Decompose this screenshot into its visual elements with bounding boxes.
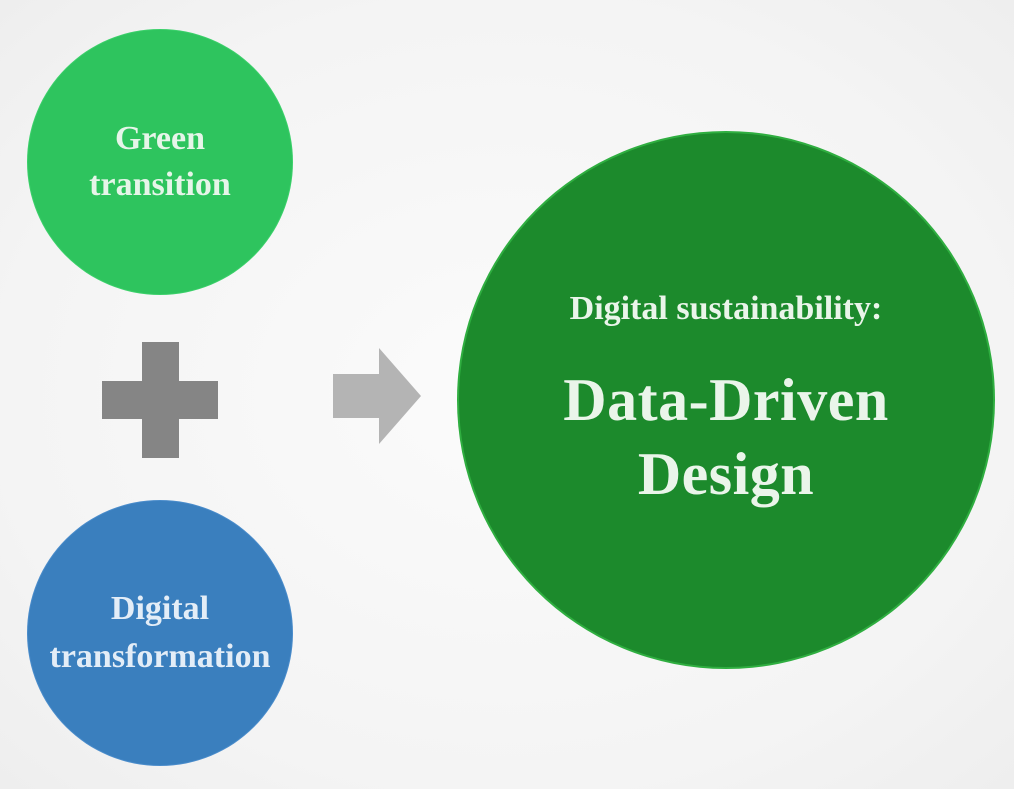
digital-sustainability-subtitle: Digital sustainability: [569,290,883,327]
digital-transformation-line1: Digital [110,590,210,627]
digital-transformation-line2: transformation [49,638,271,675]
data-driven-title-line2: Design [637,441,815,507]
data-driven-title-line1: Data-Driven [563,367,889,433]
arrow-right-icon [333,348,421,444]
digital-transformation-circle: Digital transformation [28,501,292,765]
green-transition-line1: Green [114,120,205,157]
plus-icon-vertical-bar [142,342,179,458]
plus-icon [102,342,218,458]
green-transition-line2: transition [89,166,231,203]
green-transition-circle: Green transition [28,30,292,294]
data-driven-design-circle: Digital sustainability: Data-Driven Desi… [459,133,993,667]
